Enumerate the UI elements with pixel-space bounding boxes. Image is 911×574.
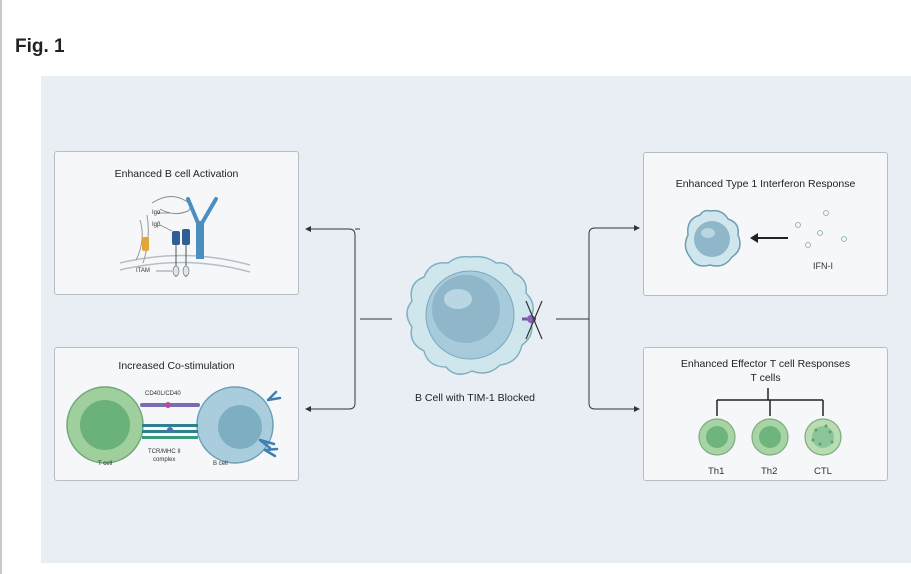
- label-th2: Th2: [761, 466, 778, 477]
- panel-subtitle-t-cells: T cells: [750, 372, 781, 384]
- label-th1: Th1: [708, 466, 725, 477]
- label-ifn: IFN-I: [813, 261, 833, 271]
- panel-title-interferon: Enhanced Type 1 Interferon Response: [675, 178, 856, 190]
- effector-tree-illustration: [698, 388, 842, 456]
- center-b-cell-icon: [406, 255, 543, 375]
- figure-label: Fig. 1: [15, 36, 65, 57]
- panel-title-effector: Enhanced Effector T cell Responses: [680, 358, 851, 370]
- bcr-receptor-illustration: [119, 196, 251, 277]
- label-b-cell: B cell: [213, 461, 228, 467]
- label-t-cell: T cell: [98, 461, 113, 467]
- label-iga: Igα: [152, 210, 161, 216]
- label-complex: complex: [153, 457, 176, 463]
- label-ctl: CTL: [814, 466, 832, 477]
- label-tcr-mhc: TCR/MHC II: [148, 449, 181, 455]
- ifn-particle-icon: [823, 210, 829, 216]
- t-cell-b-cell-synapse-illustration: [66, 386, 282, 464]
- panel-effector-t-cell: Enhanced Effector T cell Responses T cel…: [643, 347, 888, 481]
- label-cd40: CD40L/CD40: [145, 391, 181, 397]
- panel-title-activation: Enhanced B cell Activation: [114, 168, 239, 180]
- kinase-icon: [142, 237, 149, 251]
- arrow-left-icon: [750, 233, 758, 243]
- label-igb: Igβ: [152, 222, 161, 228]
- panel-title-costim: Increased Co-stimulation: [118, 360, 235, 372]
- label-itam: ITAM: [136, 268, 150, 274]
- interferon-illustration: [684, 209, 847, 267]
- panel-interferon-response: Enhanced Type 1 Interferon Response: [643, 152, 888, 296]
- left-border: [0, 0, 2, 574]
- center-cell-label: B Cell with TIM-1 Blocked: [414, 392, 535, 404]
